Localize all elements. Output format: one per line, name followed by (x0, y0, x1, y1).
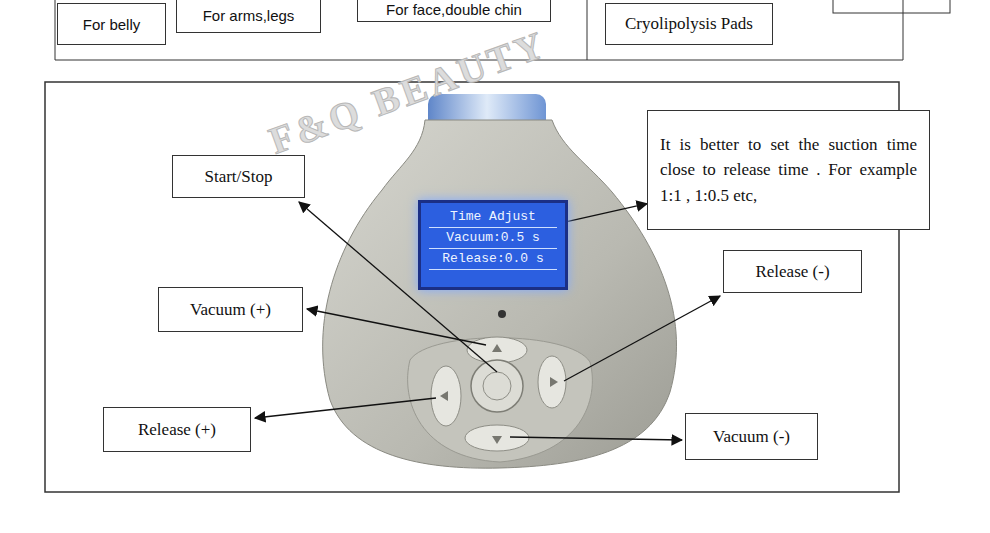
label-text: Release (-) (755, 262, 829, 282)
callout-box: Vacuum (+) (158, 287, 303, 332)
label-text: Vacuum (-) (713, 427, 790, 447)
label-text: Cryolipolysis Pads (625, 14, 753, 34)
pad-label-box: For face,double chin (357, 0, 551, 22)
leader-arrow (568, 204, 647, 222)
button-plate (408, 338, 593, 462)
left-button (431, 366, 461, 426)
leader-lines (255, 202, 720, 440)
lcd-screen: Time AdjustVacuum:0.5 sRelease:0.0 s (418, 200, 568, 290)
pad-label-box: Cryolipolysis Pads (605, 3, 773, 45)
right-button (538, 356, 566, 408)
screen-line: Vacuum:0.5 s (429, 228, 557, 249)
label-text: Start/Stop (204, 167, 272, 187)
label-text: Release (+) (138, 420, 216, 440)
pad-label-box: For arms,legs (176, 0, 321, 33)
center-button-ring (483, 372, 511, 400)
device-body (323, 120, 677, 468)
callout-box: Release (+) (103, 407, 251, 452)
indicator-dot (498, 310, 506, 318)
label-text: For face,double chin (386, 1, 522, 18)
screen-line: Release:0.0 s (429, 249, 557, 270)
label-text: For arms,legs (203, 7, 295, 24)
callout-box: Start/Stop (172, 155, 305, 198)
center-button (471, 360, 523, 412)
screen-line: Time Adjust (429, 207, 557, 228)
pad-label-box: For belly (57, 3, 166, 45)
down-button (465, 425, 529, 451)
note-box: It is better to set the suction time clo… (647, 110, 930, 230)
label-text: It is better to set the suction time clo… (660, 132, 917, 209)
up-button (467, 337, 527, 363)
label-text: Vacuum (+) (190, 300, 271, 320)
photo-ground (300, 92, 700, 474)
callout-box: Release (-) (723, 250, 862, 293)
callout-box: Vacuum (-) (685, 413, 818, 460)
button-symbols (440, 344, 558, 444)
label-text: For belly (83, 16, 141, 33)
